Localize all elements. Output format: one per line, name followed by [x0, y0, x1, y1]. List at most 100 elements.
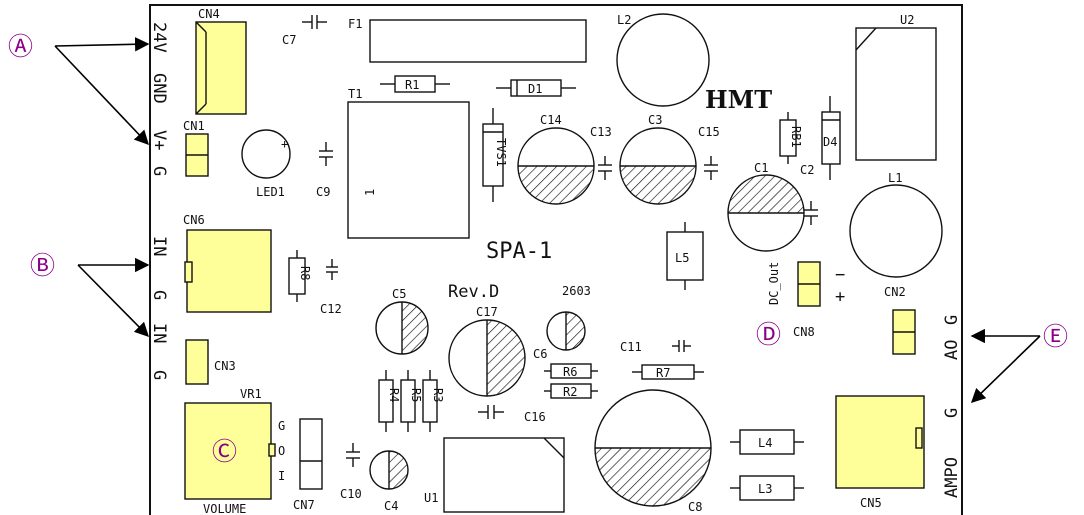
- callout-d-label: Ⓓ: [756, 320, 781, 349]
- cn8-label: CN8: [793, 325, 815, 339]
- c9-label: C9: [316, 185, 330, 199]
- board-revision: Rev.D: [448, 282, 499, 302]
- cn4-label: CN4: [198, 7, 220, 21]
- label-24v: 24V: [149, 22, 169, 53]
- r6-label: R6: [563, 365, 577, 379]
- c6-label: C6: [533, 347, 547, 361]
- r5-label: R5: [409, 388, 423, 402]
- callout-a-label: Ⓐ: [8, 32, 33, 61]
- dc-out-label: DC_Out: [767, 262, 781, 305]
- ic-u2: U2: [855, 13, 937, 161]
- c17-label: C17: [476, 305, 498, 319]
- c10-label: C10: [340, 487, 362, 501]
- arrow-a-top: [54, 37, 150, 52]
- resistor-r6: R6: [544, 363, 598, 379]
- cn7-label: CN7: [293, 498, 315, 512]
- connector-cn5: CN5: [835, 395, 925, 510]
- left-edge-labels: 24V GND V+ G IN G IN G: [149, 22, 169, 380]
- capacitor-c15: C15: [698, 125, 720, 180]
- r7-label: R7: [656, 366, 670, 380]
- vr1-pin-g: G: [278, 419, 285, 433]
- arrow-b-bottom: [77, 264, 150, 338]
- capacitor-c5: C5: [375, 287, 429, 355]
- capacitor-c1-small: [804, 201, 818, 225]
- resistor-r3: R3: [422, 370, 445, 432]
- resistor-r1: R1: [380, 75, 450, 93]
- c1-label: C1: [754, 161, 768, 175]
- label-in-2: IN: [149, 323, 169, 343]
- callout-a: Ⓐ: [8, 32, 150, 146]
- board-name: SPA-1: [486, 239, 552, 264]
- connector-cn2: CN2: [884, 285, 916, 355]
- resistor-r2: R2: [544, 383, 598, 399]
- c11-label: C11: [620, 340, 642, 354]
- l4-label: L4: [758, 436, 772, 450]
- tvs-diode-tvs1: TVS1: [482, 108, 508, 202]
- inductor-l1: L1: [849, 171, 943, 278]
- capacitor-c8: C8: [594, 389, 712, 514]
- d1-label: D1: [528, 82, 542, 96]
- arrow-a-bottom: [54, 45, 149, 146]
- inductor-l2: L2: [616, 13, 710, 107]
- board-code: 2603: [562, 284, 591, 298]
- c3-label: C3: [648, 113, 662, 127]
- arrow-e-bottom: [970, 335, 1041, 404]
- l3-label: L3: [758, 482, 772, 496]
- cn8-minus: −: [835, 265, 845, 285]
- l2-label: L2: [617, 13, 631, 27]
- inductor-l5: L5: [666, 222, 704, 290]
- c2-label: C2: [800, 163, 814, 177]
- label-ao: AO: [942, 340, 962, 360]
- capacitor-c6: C6: [533, 311, 586, 361]
- connector-cn7: CN7: [293, 418, 323, 512]
- u1-label: U1: [424, 491, 438, 505]
- r2-label: R2: [563, 385, 577, 399]
- label-g-a: G: [149, 166, 169, 176]
- c14-label: C14: [540, 113, 562, 127]
- cn5-label: CN5: [860, 496, 882, 510]
- capacitor-c10: C10: [340, 443, 362, 501]
- vr1-pin-o: O: [278, 444, 285, 458]
- capacitor-c3: C3: [619, 113, 697, 205]
- callout-b: Ⓑ: [30, 251, 150, 338]
- capacitor-c12: C12: [320, 259, 342, 316]
- vr1-pin-i: I: [278, 469, 285, 483]
- d4-label: D4: [823, 135, 837, 149]
- led-led1: + LED1: [241, 129, 291, 199]
- led1-label: LED1: [256, 185, 285, 199]
- c15-label: C15: [698, 125, 720, 139]
- inductor-l4: L4: [730, 429, 804, 455]
- capacitor-c17: C17: [448, 305, 526, 397]
- capacitor-c16: C16: [478, 405, 546, 424]
- capacitor-c7: C7: [282, 15, 327, 47]
- diode-d1: D1: [496, 79, 576, 97]
- resistor-r8: R8: [288, 250, 312, 302]
- callout-e: Ⓔ: [970, 322, 1068, 404]
- r8-label: R8: [298, 266, 312, 280]
- label-g-b1: G: [149, 290, 169, 300]
- capacitor-c11: C11: [620, 340, 691, 354]
- cn6-label: CN6: [183, 213, 205, 227]
- ic-u1: U1: [424, 437, 565, 513]
- resistor-r5: R5: [400, 370, 423, 432]
- l5-label: L5: [675, 251, 689, 265]
- volume-label: VOLUME: [203, 502, 246, 515]
- callout-e-label: Ⓔ: [1043, 322, 1068, 351]
- connector-cn6: CN6: [183, 213, 272, 313]
- r3-label: R3: [431, 388, 445, 402]
- resistor-r4: R4: [378, 370, 401, 432]
- l1-label: L1: [888, 171, 902, 185]
- c5-label: C5: [392, 287, 406, 301]
- cn1-label: CN1: [183, 119, 205, 133]
- resistor-rb1: RB1: [779, 112, 803, 164]
- label-in-1: IN: [149, 236, 169, 256]
- cn2-label: CN2: [884, 285, 906, 299]
- c16-label: C16: [524, 410, 546, 424]
- capacitor-c14: C14: [517, 113, 595, 205]
- label-g-b2: G: [149, 370, 169, 380]
- c13-label: C13: [590, 125, 612, 139]
- label-vplus: V+: [149, 130, 169, 150]
- brand-label: HMT: [705, 85, 772, 114]
- capacitor-c13: C13: [590, 125, 612, 180]
